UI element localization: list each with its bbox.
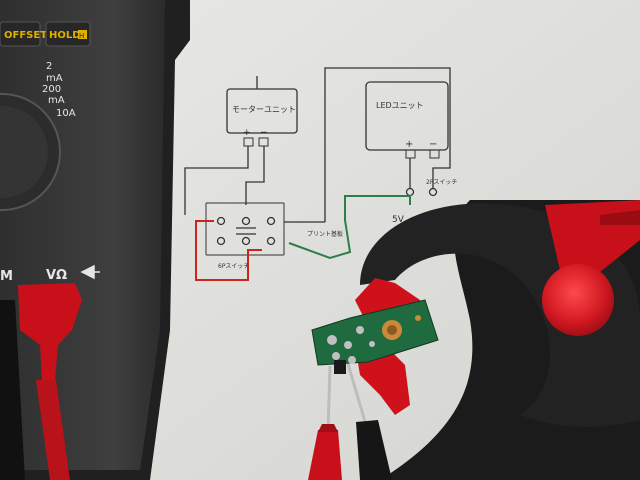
pcb-board [311, 299, 439, 374]
probes [308, 363, 392, 480]
motor-minus-label: − [260, 128, 268, 138]
green-wire [288, 195, 411, 260]
motor-unit-box [226, 88, 298, 134]
motor-unit-label: モーターユニット [232, 105, 296, 114]
red-probe [308, 430, 342, 480]
range-2: 2 [46, 61, 52, 72]
motor-plus-label: + [243, 128, 251, 138]
led-unit-label: LEDユニット [376, 101, 424, 110]
clamp-knob[interactable] [542, 264, 614, 336]
range-200-unit: mA [48, 95, 65, 106]
clamp [355, 200, 640, 480]
multimeter: OFFSET HOLD H 2 mA 200 mA 10A M VΩ [0, 0, 190, 480]
range-2-unit: mA [46, 73, 63, 84]
6p-switch-label: 6Pスイッチ [218, 263, 249, 270]
jack-vohm-label: VΩ [46, 268, 67, 283]
6p-switch-box [205, 202, 285, 256]
offset-label: OFFSET [4, 30, 47, 41]
led-plus-label: + [405, 139, 413, 150]
hold-badge: H [79, 32, 84, 40]
red-wire [195, 220, 262, 281]
2p-switch-label: 2Pスイッチ [426, 179, 457, 186]
black-probe [356, 420, 392, 480]
offset-button[interactable] [0, 21, 41, 47]
hold-label: HOLD [49, 30, 81, 41]
range-200: 200 [42, 84, 61, 95]
diode-icon [80, 264, 100, 280]
print-board-label: プリント基板 [307, 230, 343, 238]
red-probe-plug [18, 283, 82, 380]
led-minus-label: − [429, 139, 437, 150]
jack-m-label: M [0, 269, 13, 284]
range-10a: 10A [56, 108, 76, 119]
hold-button[interactable] [45, 21, 91, 47]
voltage-label: 5V [392, 215, 405, 225]
schematic [184, 67, 451, 256]
